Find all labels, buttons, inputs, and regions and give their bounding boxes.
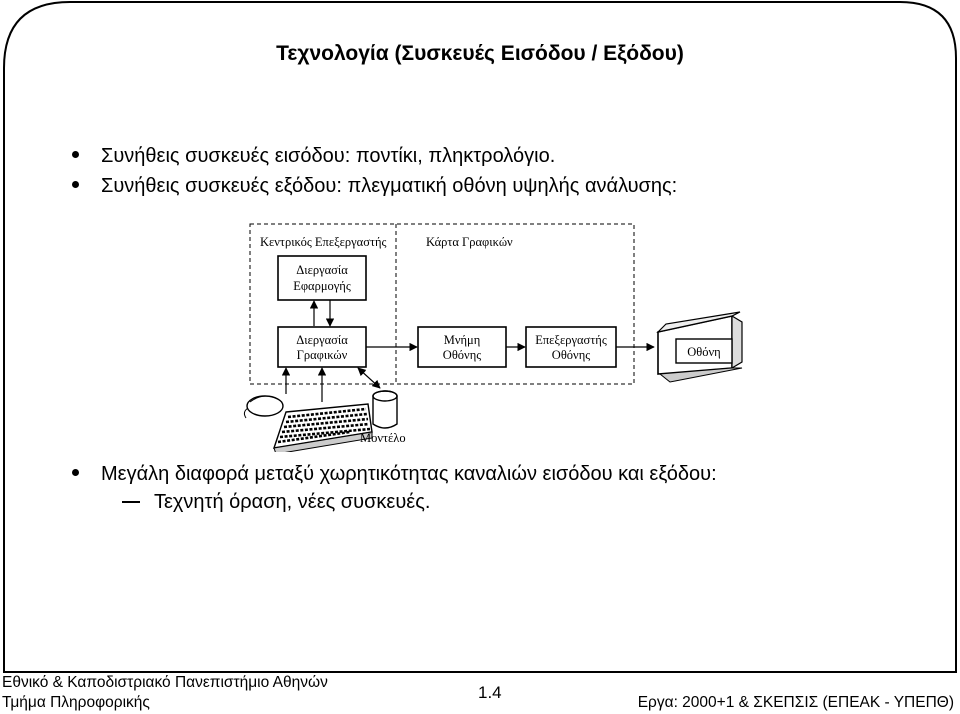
model-database-icon [372, 390, 398, 429]
page-number: 1.4 [478, 683, 502, 702]
display-processor-line2: Οθόνης [552, 348, 590, 362]
graphics-process-line1: Διεργασία [296, 333, 348, 347]
bullet-dot [72, 469, 79, 477]
footer-project: Εργα: 2000+1 & ΣΚΕΠΣΙΣ (ΕΠΕΑΚ - ΥΠΕΠΘ) [637, 694, 954, 711]
bullet-dot [72, 181, 79, 189]
monitor-icon: Οθόνη [656, 311, 743, 383]
bullet-text: Συνήθεις συσκευές εισόδου: ποντίκι, πληκ… [101, 145, 556, 167]
bullet-text: Συνήθεις συσκευές εξόδου: πλεγματική οθό… [101, 175, 678, 197]
model-label: Μοντέλο [360, 431, 406, 445]
footer-department: Τμήμα Πληροφορικής [2, 694, 150, 711]
graphics-process-box: Διεργασία Γραφικών [277, 326, 367, 368]
footer-university: Εθνικό & Καποδιστριακό Πανεπιστήμιο Αθην… [2, 674, 328, 691]
keyboard-icon [272, 403, 373, 452]
display-memory-line1: Μνήμη [444, 333, 481, 347]
bullet-dot [72, 151, 79, 159]
bullet-input-devices: Συνήθεις συσκευές εισόδου: ποντίκι, πληκ… [72, 145, 555, 168]
app-process-line1: Διεργασία [296, 263, 348, 277]
app-process-box: Διεργασία Εφαρμογής [277, 255, 367, 301]
gpu-label: Κάρτα Γραφικών [426, 235, 513, 249]
graphics-pipeline-diagram: Κεντρικός Επεξεργαστής Κάρτα Γραφικών Δι… [243, 223, 743, 452]
monitor-label: Οθόνη [687, 345, 720, 359]
display-memory-box: Μνήμη Οθόνης [417, 326, 507, 368]
display-processor-line1: Επεξεργαστής [535, 333, 607, 347]
system-boundary [249, 223, 635, 385]
display-processor-box: Επεξεργαστής Οθόνης [525, 326, 617, 368]
cpu-label: Κεντρικός Επεξεργαστής [260, 235, 387, 249]
mouse-icon [243, 395, 284, 419]
sub-bullet-text: Τεχνητή όραση, νέες συσκευές. [154, 491, 431, 513]
display-memory-line2: Οθόνης [443, 348, 481, 362]
graphics-process-line2: Γραφικών [297, 348, 348, 362]
bullet-channel-capacity: Μεγάλη διαφορά μεταξύ χωρητικότητας κανα… [72, 463, 717, 486]
sub-bullet-vision: Τεχνητή όραση, νέες συσκευές. [122, 491, 430, 514]
bullet-output-devices: Συνήθεις συσκευές εξόδου: πλεγματική οθό… [72, 175, 677, 198]
app-process-line2: Εφαρμογής [293, 279, 351, 293]
arrow-model-link [357, 367, 381, 389]
slide-title: Τεχνολογία (Συσκευές Εισόδου / Εξόδου) [276, 42, 684, 65]
bullet-text: Μεγάλη διαφορά μεταξύ χωρητικότητας κανα… [101, 463, 717, 485]
dash-marker [122, 500, 140, 503]
